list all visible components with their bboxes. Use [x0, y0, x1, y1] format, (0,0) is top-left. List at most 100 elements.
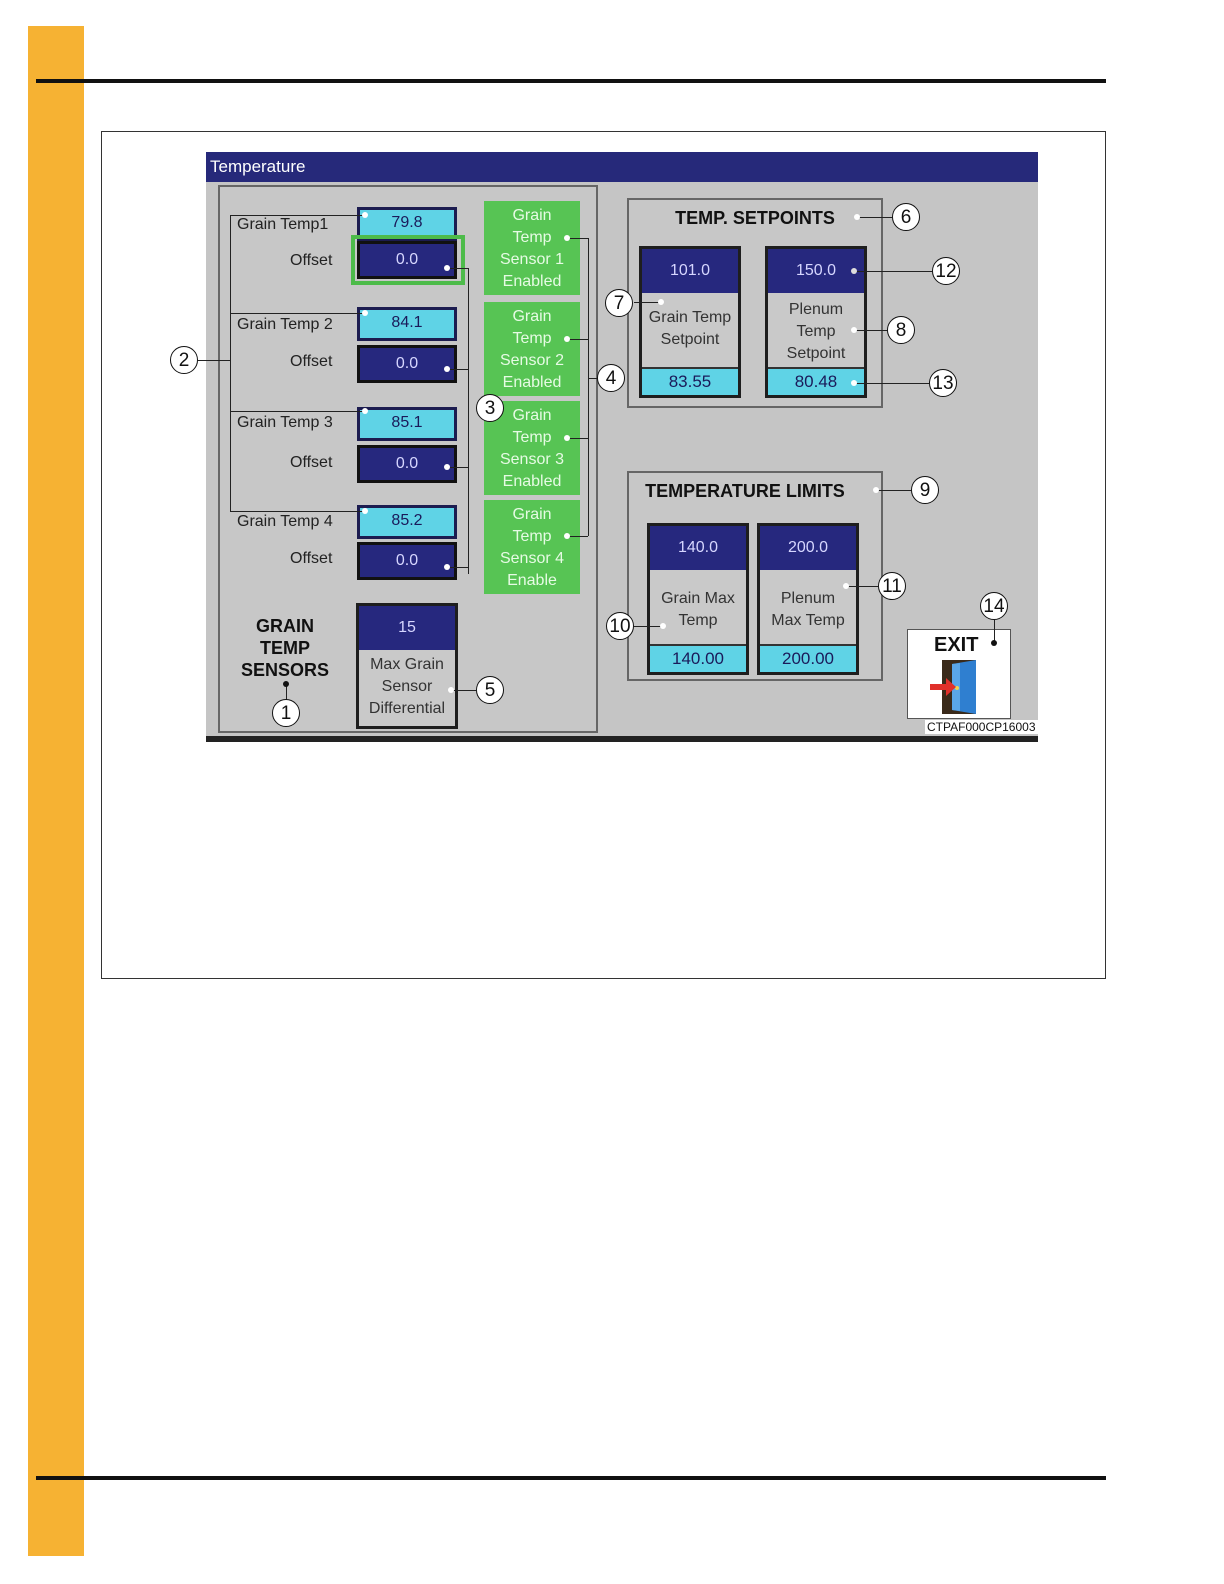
- offset-1-input[interactable]: 0.0: [357, 241, 457, 279]
- leader-dot: [564, 235, 570, 241]
- callout-4: 4: [597, 364, 625, 392]
- enable-4-line: Enable: [507, 572, 557, 589]
- window-bottom-edge: [206, 736, 1038, 742]
- leader-2-t2: [230, 313, 366, 314]
- callout-6: 6: [892, 203, 920, 231]
- callout-7: 7: [605, 289, 633, 317]
- leader-dot: [991, 640, 997, 646]
- label-line: Setpoint: [786, 345, 846, 362]
- leader-6: [858, 217, 892, 218]
- leader-dot: [851, 380, 857, 386]
- enable-4-line: Temp: [512, 528, 552, 545]
- enable-2-line: Enabled: [502, 374, 562, 391]
- figure-id: CTPAF000CP16003: [925, 720, 1038, 734]
- plenum-temp-reading: 80.48: [768, 367, 864, 395]
- callout-2: 2: [170, 346, 198, 374]
- grain-temp-2-value: 84.1: [357, 307, 457, 341]
- leader-dot: [854, 214, 860, 220]
- plenum-max-temp-reading: 200.00: [760, 644, 856, 672]
- leader-4: [588, 378, 597, 379]
- window-title: Temperature: [206, 152, 1038, 182]
- leader-2-bracket: [230, 215, 231, 511]
- label-line: Plenum: [780, 590, 836, 607]
- plenum-temp-setpoint-card[interactable]: 150.0 Plenum Temp Setpoint 80.48: [765, 246, 867, 398]
- leader-dot: [564, 533, 570, 539]
- enable-3-line: Enabled: [502, 473, 562, 490]
- leader-dot: [444, 564, 450, 570]
- leader-dot: [362, 408, 368, 414]
- plenum-temp-setpoint-value: 150.0: [768, 249, 864, 293]
- callout-8: 8: [887, 316, 915, 344]
- grain-temp-sensors-heading: GRAIN TEMP SENSORS: [232, 615, 338, 681]
- sensor-4-enable-button[interactable]: Grain Temp Sensor 4 Enable: [484, 500, 580, 594]
- leader-10: [634, 626, 662, 627]
- offset-2-label: Offset: [290, 353, 333, 370]
- grain-max-temp-card[interactable]: 140.0 Grain Max Temp 140.00: [647, 523, 749, 675]
- grain-temp-setpoint-card[interactable]: 101.0 Grain Temp Setpoint 83.55: [639, 246, 741, 398]
- offset-4-input[interactable]: 0.0: [357, 542, 457, 580]
- side-color-bar: [28, 26, 84, 1556]
- grain-temp-reading: 83.55: [642, 367, 738, 395]
- heading-line: SENSORS: [240, 660, 330, 680]
- leader-3-t3: [448, 467, 468, 468]
- leader-dot: [851, 268, 857, 274]
- grain-temp-1-label: Grain Temp1: [237, 216, 329, 233]
- leader-dot: [362, 508, 368, 514]
- exit-label: EXIT: [934, 634, 979, 656]
- max-differential-card[interactable]: 15 Max Grain Sensor Differential: [356, 603, 458, 729]
- grain-temp-3-label: Grain Temp 3: [237, 414, 333, 431]
- leader-dot: [873, 487, 879, 493]
- leader-2-t1: [230, 215, 366, 216]
- leader-3-t4: [448, 567, 468, 568]
- grain-max-temp-value: 140.0: [650, 526, 746, 570]
- grain-temp-setpoint-label: Grain Temp Setpoint: [642, 307, 738, 351]
- callout-1: 1: [272, 699, 300, 727]
- callout-12: 12: [932, 257, 960, 285]
- temp-setpoints-panel: TEMP. SETPOINTS 101.0 Grain Temp Setpoin…: [627, 198, 883, 408]
- leader-9: [876, 490, 911, 491]
- leader-5: [452, 690, 476, 691]
- leader-4-t4: [568, 536, 588, 537]
- callout-11: 11: [878, 572, 906, 600]
- offset-2-input[interactable]: 0.0: [357, 345, 457, 383]
- grain-temp-2-label: Grain Temp 2: [237, 316, 333, 333]
- grain-max-temp-label: Grain Max Temp: [650, 588, 746, 632]
- callout-5: 5: [476, 676, 504, 704]
- figure-frame: [101, 131, 1106, 979]
- max-differential-value: 15: [359, 606, 455, 650]
- label-line: Max Grain: [370, 656, 444, 673]
- leader-dot: [851, 327, 857, 333]
- sensor-2-enable-button[interactable]: Grain Temp Sensor 2 Enabled: [484, 302, 580, 396]
- plenum-max-temp-card[interactable]: 200.0 Plenum Max Temp 200.00: [757, 523, 859, 675]
- enable-3-line: Temp: [512, 429, 552, 446]
- leader-dot: [564, 435, 570, 441]
- label-line: Setpoint: [660, 331, 720, 348]
- offset-3-input[interactable]: 0.0: [357, 445, 457, 483]
- label-line: Grain Max: [661, 590, 735, 607]
- enable-1-line: Temp: [512, 229, 552, 246]
- leader-dot: [444, 366, 450, 372]
- leader-7: [634, 302, 660, 303]
- offset-1-label: Offset: [290, 252, 333, 269]
- leader-dot: [444, 265, 450, 271]
- leader-14: [994, 620, 995, 644]
- enable-4-line: Sensor 4: [499, 550, 565, 567]
- enable-2-line: Temp: [512, 330, 552, 347]
- max-differential-label: Max Grain Sensor Differential: [359, 654, 455, 720]
- leader-4-t2: [568, 339, 588, 340]
- enable-4-line: Grain: [512, 506, 552, 523]
- leader-1: [286, 684, 287, 700]
- leader-4-t3: [568, 438, 588, 439]
- leader-dot: [362, 310, 368, 316]
- bottom-rule: [36, 1476, 1106, 1480]
- label-line: Temp: [796, 323, 836, 340]
- offset-1-focus: [351, 235, 465, 285]
- top-rule: [36, 79, 1106, 83]
- sensor-1-enable-button[interactable]: Grain Temp Sensor 1 Enabled: [484, 201, 580, 295]
- label-line: Temp: [678, 612, 718, 629]
- enable-2-line: Sensor 2: [499, 352, 565, 369]
- heading-line: GRAIN: [256, 616, 314, 636]
- grain-sensors-panel: Grain Temp1 79.8 Offset 0.0 Grain Temp 2…: [218, 185, 598, 733]
- plenum-temp-setpoint-label: Plenum Temp Setpoint: [768, 299, 864, 365]
- enable-3-line: Sensor 3: [499, 451, 565, 468]
